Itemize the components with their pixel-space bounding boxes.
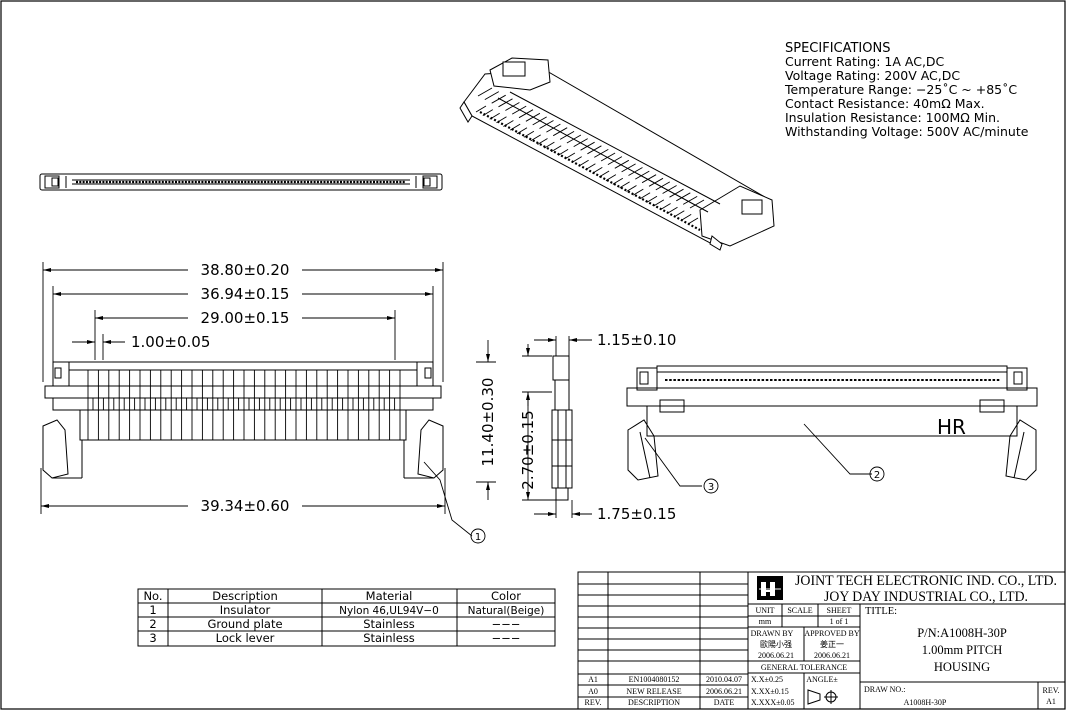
housing-mark: HR: [937, 415, 966, 439]
spec-line: Insulation Resistance: 100MΩ Min.: [785, 110, 1000, 125]
spec-line: Temperature Range: −25˚C ~ +85˚C: [784, 82, 1017, 97]
approved-label: APPROVED BY: [804, 629, 860, 638]
parts-cell: Ground plate: [207, 617, 282, 631]
parts-cell: −−−: [492, 631, 521, 645]
parts-cell: Stainless: [363, 631, 415, 645]
callout-numbers: 1 2 3: [475, 470, 880, 543]
rev-value: A1: [1046, 697, 1056, 706]
spec-line: Contact Resistance: 40mΩ Max.: [785, 96, 985, 111]
parts-cell: Natural(Beige): [468, 605, 545, 617]
parts-cell: 3: [149, 631, 156, 645]
callout-2: 2: [874, 470, 880, 481]
revision-cell: NEW RELEASE: [626, 687, 681, 696]
unit-value: mm: [759, 617, 772, 626]
revision-header: DATE: [714, 698, 735, 707]
dim-third: 29.00±0.15: [201, 309, 290, 327]
parts-header-material: Material: [366, 589, 413, 603]
revision-cell: 2010.04.07: [706, 675, 742, 684]
dim-height: 11.40±0.30: [479, 378, 497, 467]
revision-header: DESCRIPTION: [628, 698, 680, 707]
parts-cell: Lock lever: [216, 631, 275, 645]
angle-label: ANGLE±: [806, 675, 838, 684]
parts-table: No. Description Material Color 1 Insulat…: [137, 588, 556, 647]
revision-cell: EN1004080152: [629, 675, 680, 684]
rev-label: REV.: [1043, 686, 1060, 695]
sheet-label: SHEET: [827, 606, 852, 615]
specifications-heading: SPECIFICATIONS: [785, 41, 890, 56]
tolerance-1: X.X±0.25: [751, 675, 783, 684]
parts-header-no: No.: [143, 589, 162, 603]
tolerance-3: X.XXX±0.05: [751, 698, 795, 707]
drawn-name: 歐陽小强: [760, 639, 792, 649]
revision-header: REV.: [585, 698, 602, 707]
projection-symbol: [807, 689, 838, 705]
drawn-date: 2006.06.21: [758, 651, 794, 660]
callout-leaders: [423, 423, 885, 544]
drawn-label: DRAWN BY: [751, 629, 794, 638]
tolerance-2: X.XX±0.15: [751, 687, 789, 696]
parts-cell: 1: [149, 603, 156, 617]
dim-pitch: 1.00±0.05: [131, 333, 210, 351]
parts-cell: Insulator: [220, 603, 271, 617]
spec-line: Voltage Rating: 200V AC,DC: [785, 68, 960, 83]
parts-header-description: Description: [212, 589, 278, 603]
dim-second: 36.94±0.15: [201, 285, 290, 303]
title-pitch: 1.00mm PITCH: [922, 643, 1003, 657]
sheet-value: 1 of 1: [830, 617, 849, 626]
title-housing: HOUSING: [934, 660, 990, 674]
spec-line: Current Rating: 1A AC,DC: [785, 54, 945, 69]
front-view: [42, 361, 444, 479]
revision-cell: 2006.06.21: [706, 687, 742, 696]
specifications-block: SPECIFICATIONS Current Rating: 1A AC,DC …: [784, 41, 1029, 139]
company-logo: [757, 576, 783, 600]
drawno-value: A1008H-30P: [904, 698, 947, 707]
dimension-labels: 38.80±0.20 36.94±0.15 29.00±0.15 1.00±0.…: [131, 261, 676, 523]
side-view: [551, 355, 573, 501]
isometric-view: [459, 57, 775, 251]
dimension-arrows: [41, 268, 580, 516]
callout-3: 3: [708, 482, 714, 493]
scale-label: SCALE: [787, 606, 812, 615]
dim-bottom: 39.34±0.60: [201, 497, 290, 515]
parts-cell: Stainless: [363, 617, 415, 631]
title-label: TITLE:: [865, 606, 897, 617]
dim-side-height: 2.70±0.15: [519, 410, 537, 489]
revision-cell: A0: [588, 687, 598, 696]
top-view: [39, 173, 443, 191]
parts-cell: 2: [149, 617, 156, 631]
unit-label: UNIT: [755, 606, 774, 615]
rear-view: [626, 365, 1038, 481]
company-name-2: JOY DAY INDUSTRIAL CO., LTD.: [824, 589, 1028, 605]
revision-cell: A1: [588, 675, 598, 684]
callout-1: 1: [475, 532, 481, 543]
company-name-1: JOINT TECH ELECTRONIC IND. CO., LTD.: [795, 573, 1057, 589]
title-part-number: P/N:A1008H-30P: [917, 626, 1007, 640]
drawno-label: DRAW NO.:: [864, 685, 905, 694]
dim-side-top: 1.15±0.10: [597, 331, 676, 349]
tolerance-label: GENERAL TOLERANCE: [761, 663, 847, 672]
approved-date: 2006.06.21: [814, 651, 850, 660]
spec-line: Withstanding Voltage: 500V AC/minute: [785, 124, 1029, 139]
title-block: JOINT TECH ELECTRONIC IND. CO., LTD. JOY…: [577, 571, 1066, 710]
dimension-lines: [40, 262, 592, 518]
dim-overall-top: 38.80±0.20: [201, 261, 290, 279]
parts-cell: Nylon 46,UL94V−0: [339, 605, 439, 617]
dim-side-bottom: 1.75±0.15: [597, 505, 676, 523]
approved-name: 姜正一: [820, 639, 844, 649]
parts-header-color: Color: [491, 589, 521, 603]
parts-cell: −−−: [492, 617, 521, 631]
